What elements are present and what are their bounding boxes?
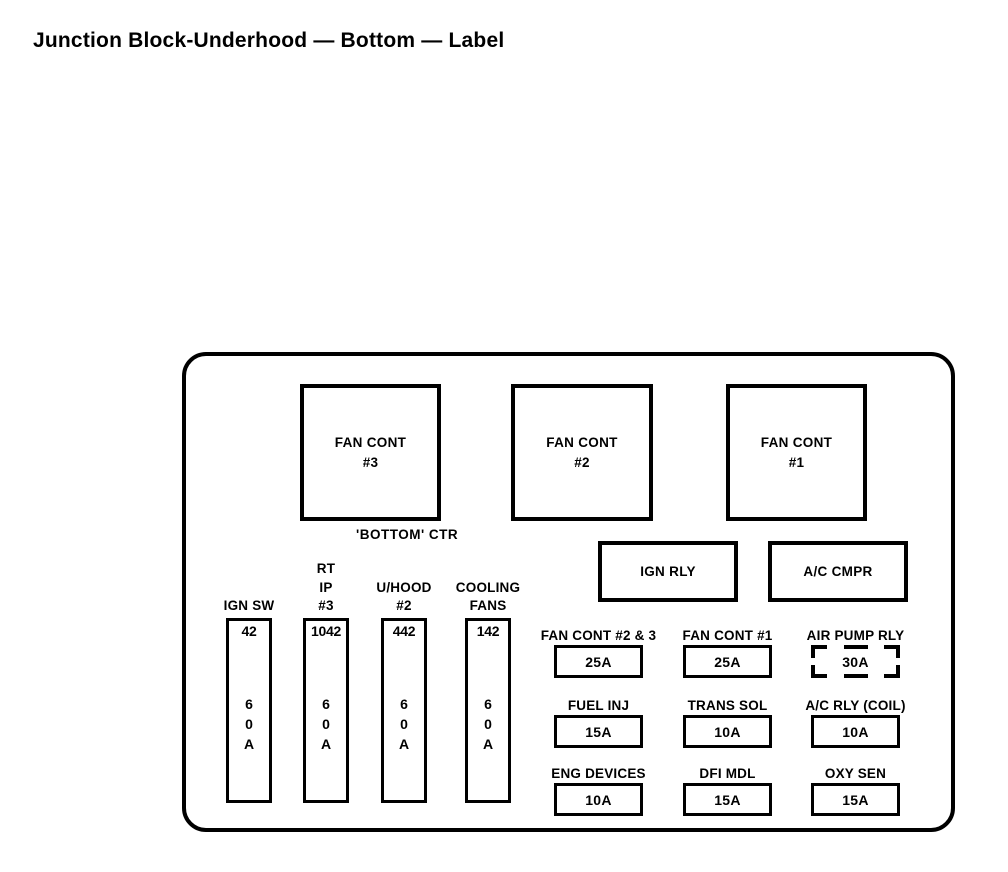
fuse-eng-devices-body[interactable]: 10A: [554, 783, 643, 816]
maxi-fuse-ign-sw-caption: IGN SW: [223, 597, 275, 613]
fuse-oxy-sen-body[interactable]: 15A: [811, 783, 900, 816]
fuse-dfi-mdl-caption: DFI MDL: [699, 766, 756, 781]
maxi-fuse-ign-sw-code: 42: [241, 623, 257, 639]
fuse-ac-rly-coil[interactable]: A/C RLY (COIL) 10A: [805, 698, 905, 748]
fuse-fuel-inj-amp: 15A: [585, 723, 612, 740]
fuse-fan-cont-2-and-3-amp: 25A: [585, 653, 612, 670]
maxi-fuse-rt-ip-3-caption: RT IP #3: [316, 561, 336, 613]
maxi-fuse-cooling-fans[interactable]: COOLING FANS 142 6 0 A: [456, 580, 520, 803]
maxi-fuse-u-hood-2-rating: 6 0 A: [384, 695, 424, 755]
maxi-fuse-cooling-fans-body[interactable]: 142 6 0 A: [465, 618, 511, 803]
maxi-fuse-cooling-fans-caption: COOLING FANS: [455, 579, 521, 613]
bracket-segment: [811, 674, 827, 678]
relay-ign-rly-label: IGN RLY: [640, 564, 696, 579]
maxi-fuse-ign-sw-rating: 6 0 A: [229, 695, 269, 755]
fuse-trans-sol-caption: TRANS SOL: [687, 698, 768, 713]
fuse-fan-cont-2-and-3[interactable]: FAN CONT #2 & 3 25A: [541, 628, 656, 678]
fuse-fan-cont-2-and-3-caption: FAN CONT #2 & 3: [540, 628, 657, 643]
fuse-ac-rly-coil-amp: 10A: [842, 723, 869, 740]
bracket-segment: [811, 645, 827, 649]
relay-fan-cont-3-line2: #3: [362, 454, 379, 470]
relay-ac-cmpr[interactable]: A/C CMPR: [768, 541, 908, 602]
rating-digit: 6: [322, 696, 330, 712]
fuse-oxy-sen-amp: 15A: [842, 791, 869, 808]
maxi-fuse-u-hood-2-body[interactable]: 442 6 0 A: [381, 618, 427, 803]
fuse-eng-devices-caption: ENG DEVICES: [551, 766, 646, 781]
rating-digit: 0: [322, 715, 330, 732]
maxi-fuse-u-hood-2-code: 442: [392, 623, 416, 639]
fuse-eng-devices-amp: 10A: [585, 791, 612, 808]
rating-digit: 6: [245, 696, 253, 712]
relay-fan-cont-3[interactable]: FAN CONT #3: [300, 384, 441, 521]
bracket-segment: [884, 645, 900, 649]
bottom-ctr-caption: 'BOTTOM' CTR: [356, 527, 459, 542]
rating-digit: A: [243, 735, 255, 752]
bracket-segment: [896, 645, 900, 658]
maxi-fuse-u-hood-2[interactable]: U/HOOD #2 442 6 0 A: [376, 580, 431, 803]
relay-fan-cont-3-line1: FAN CONT: [334, 434, 407, 450]
fuse-oxy-sen[interactable]: OXY SEN 15A: [811, 766, 900, 816]
rating-digit: A: [320, 735, 332, 752]
fuse-oxy-sen-caption: OXY SEN: [824, 766, 887, 781]
fuse-trans-sol-amp: 10A: [714, 723, 741, 740]
maxi-fuse-rt-ip-3-rating: 6 0 A: [306, 695, 346, 755]
rating-digit: 0: [245, 715, 253, 732]
junction-block-panel: FAN CONT #3 FAN CONT #2 FAN CONT #1 IGN …: [182, 352, 955, 832]
relay-ign-rly[interactable]: IGN RLY: [598, 541, 738, 602]
rating-digit: 0: [484, 715, 492, 732]
maxi-fuse-cooling-fans-code: 142: [476, 623, 500, 639]
relay-fan-cont-1-line2: #1: [788, 454, 805, 470]
relay-fan-cont-2-line1: FAN CONT: [546, 434, 618, 450]
rating-digit: 6: [400, 696, 408, 712]
fuse-dfi-mdl-amp: 15A: [714, 791, 741, 808]
fuse-fan-cont-2-and-3-body[interactable]: 25A: [554, 645, 643, 678]
maxi-fuse-rt-ip-3-body[interactable]: 1042 6 0 A: [303, 618, 349, 803]
maxi-fuse-cooling-fans-rating: 6 0 A: [468, 695, 508, 755]
fuse-trans-sol-body[interactable]: 10A: [683, 715, 772, 748]
maxi-fuse-ign-sw[interactable]: IGN SW 42 6 0 A: [224, 598, 274, 803]
rating-digit: 0: [400, 715, 408, 732]
fuse-air-pump-rly-body[interactable]: 30A: [811, 645, 900, 678]
bracket-segment: [896, 665, 900, 678]
fuse-fan-cont-1-caption: FAN CONT #1: [682, 628, 773, 643]
relay-fan-cont-1-line1: FAN CONT: [760, 434, 833, 450]
bracket-segment: [884, 674, 900, 678]
fuse-ac-rly-coil-caption: A/C RLY (COIL): [805, 698, 906, 713]
bracket-segment: [843, 645, 868, 649]
maxi-fuse-rt-ip-3[interactable]: RT IP #3 1042 6 0 A: [303, 561, 349, 803]
relay-fan-cont-2-line2: #2: [574, 454, 590, 470]
rating-digit: A: [398, 735, 410, 752]
page-title: Junction Block-Underhood — Bottom — Labe…: [33, 29, 505, 52]
maxi-fuse-u-hood-2-caption: U/HOOD #2: [376, 579, 432, 613]
fuse-fan-cont-1-body[interactable]: 25A: [683, 645, 772, 678]
fuse-trans-sol[interactable]: TRANS SOL 10A: [683, 698, 772, 748]
fuse-fuel-inj-body[interactable]: 15A: [554, 715, 643, 748]
bracket-segment: [811, 665, 815, 678]
fuse-fan-cont-1[interactable]: FAN CONT #1 25A: [683, 628, 772, 678]
fuse-fan-cont-1-amp: 25A: [714, 653, 741, 670]
fuse-dfi-mdl[interactable]: DFI MDL 15A: [683, 766, 772, 816]
fuse-fuel-inj[interactable]: FUEL INJ 15A: [554, 698, 643, 748]
fuse-air-pump-rly-caption: AIR PUMP RLY: [806, 628, 905, 643]
fuse-dfi-mdl-body[interactable]: 15A: [683, 783, 772, 816]
maxi-fuse-rt-ip-3-code: 1042: [311, 623, 341, 639]
maxi-fuse-ign-sw-body[interactable]: 42 6 0 A: [226, 618, 272, 803]
relay-fan-cont-2[interactable]: FAN CONT #2: [511, 384, 653, 521]
bracket-segment: [811, 645, 815, 658]
bracket-segment: [843, 674, 868, 678]
relay-ac-cmpr-label: A/C CMPR: [803, 564, 873, 579]
fuse-ac-rly-coil-body[interactable]: 10A: [811, 715, 900, 748]
rating-digit: 6: [484, 696, 492, 712]
fuse-eng-devices[interactable]: ENG DEVICES 10A: [551, 766, 646, 816]
relay-fan-cont-1[interactable]: FAN CONT #1: [726, 384, 867, 521]
fuse-air-pump-rly[interactable]: AIR PUMP RLY 30A: [807, 628, 904, 678]
fuse-fuel-inj-caption: FUEL INJ: [567, 698, 630, 713]
rating-digit: A: [482, 735, 494, 752]
fuse-air-pump-rly-amp: 30A: [842, 653, 869, 670]
